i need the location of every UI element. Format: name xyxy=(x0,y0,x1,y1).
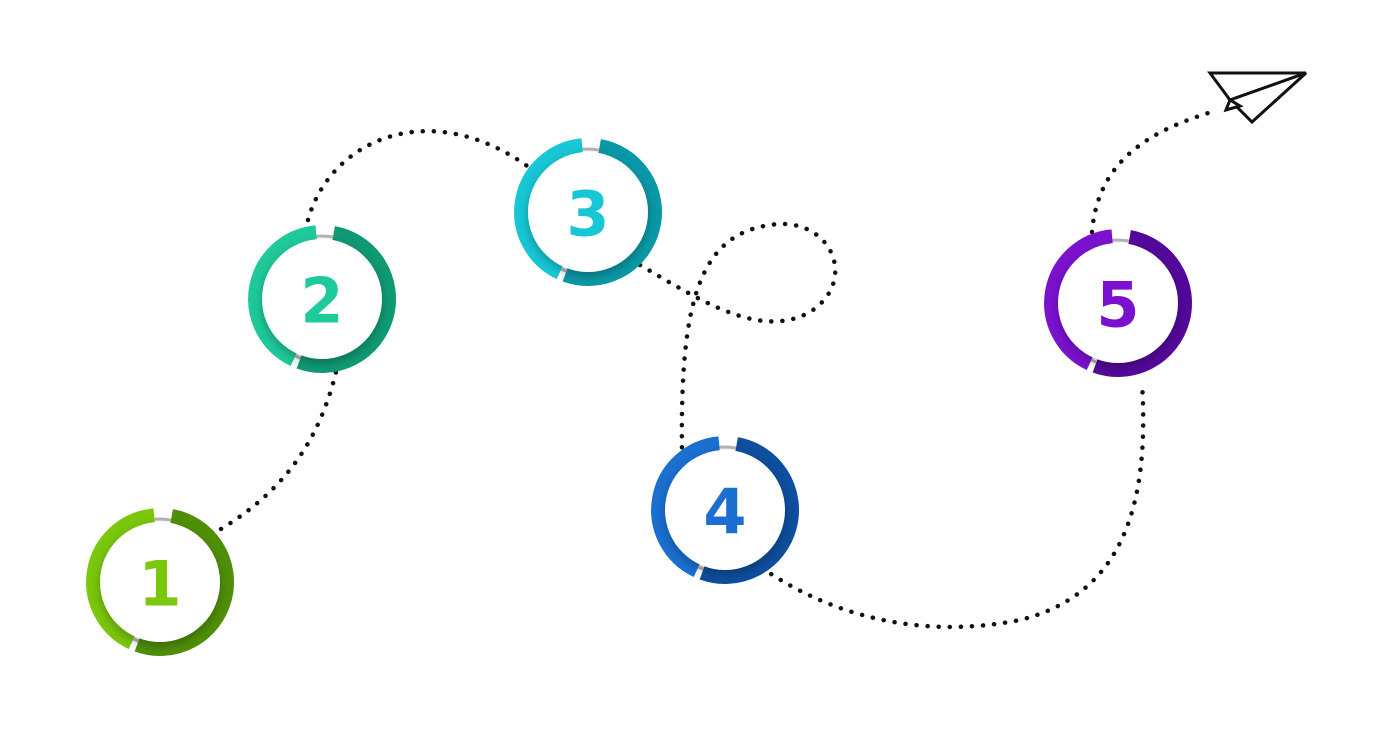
trail-4-to-5 xyxy=(759,380,1146,630)
step-ring-gap xyxy=(560,267,568,273)
trail-lines xyxy=(218,107,1221,630)
step-2: 2 xyxy=(248,225,396,373)
step-3: 3 xyxy=(514,138,662,286)
step-disc xyxy=(262,239,382,359)
step-ring xyxy=(514,138,584,280)
step-1: 1 xyxy=(86,508,234,656)
step-disc xyxy=(100,522,220,642)
step-ring-gap xyxy=(294,354,302,360)
step-ring-gap xyxy=(1090,358,1098,364)
step-number: 1 xyxy=(138,548,181,621)
trail-3-loop-to-4 xyxy=(637,221,838,453)
step-ring-gap xyxy=(154,517,172,522)
step-ring xyxy=(248,225,318,367)
step-ring-dark xyxy=(699,437,799,584)
step-ring-gap xyxy=(132,637,140,643)
step-ring xyxy=(86,508,156,650)
step-ring-gap xyxy=(582,147,600,152)
step-number: 4 xyxy=(703,476,746,549)
step-ring-gap xyxy=(316,234,334,239)
step-number: 3 xyxy=(566,178,609,251)
step-ring-dark xyxy=(562,139,662,286)
step-ring-dark xyxy=(1092,230,1192,377)
step-ring xyxy=(651,436,721,578)
step-ring xyxy=(1044,229,1114,371)
step-ring-dark xyxy=(296,226,396,373)
trail-2-to-3 xyxy=(305,129,533,223)
step-ring-gap xyxy=(697,565,705,571)
step-ring-dark xyxy=(134,509,234,656)
step-number: 5 xyxy=(1096,269,1139,342)
steps-layer: 1 2 3 4 5 xyxy=(86,138,1192,656)
step-disc xyxy=(665,450,785,570)
step-ring-gap xyxy=(1112,238,1130,243)
trail-1-to-2 xyxy=(218,365,340,532)
step-4: 4 xyxy=(651,436,799,584)
step-ring-gap xyxy=(719,445,737,450)
step-disc xyxy=(528,152,648,272)
trail-5-to-plane xyxy=(1089,107,1221,235)
step-number: 2 xyxy=(300,265,343,338)
step-5: 5 xyxy=(1044,229,1192,377)
paper-plane-icon xyxy=(1207,71,1308,125)
step-disc xyxy=(1058,243,1178,363)
